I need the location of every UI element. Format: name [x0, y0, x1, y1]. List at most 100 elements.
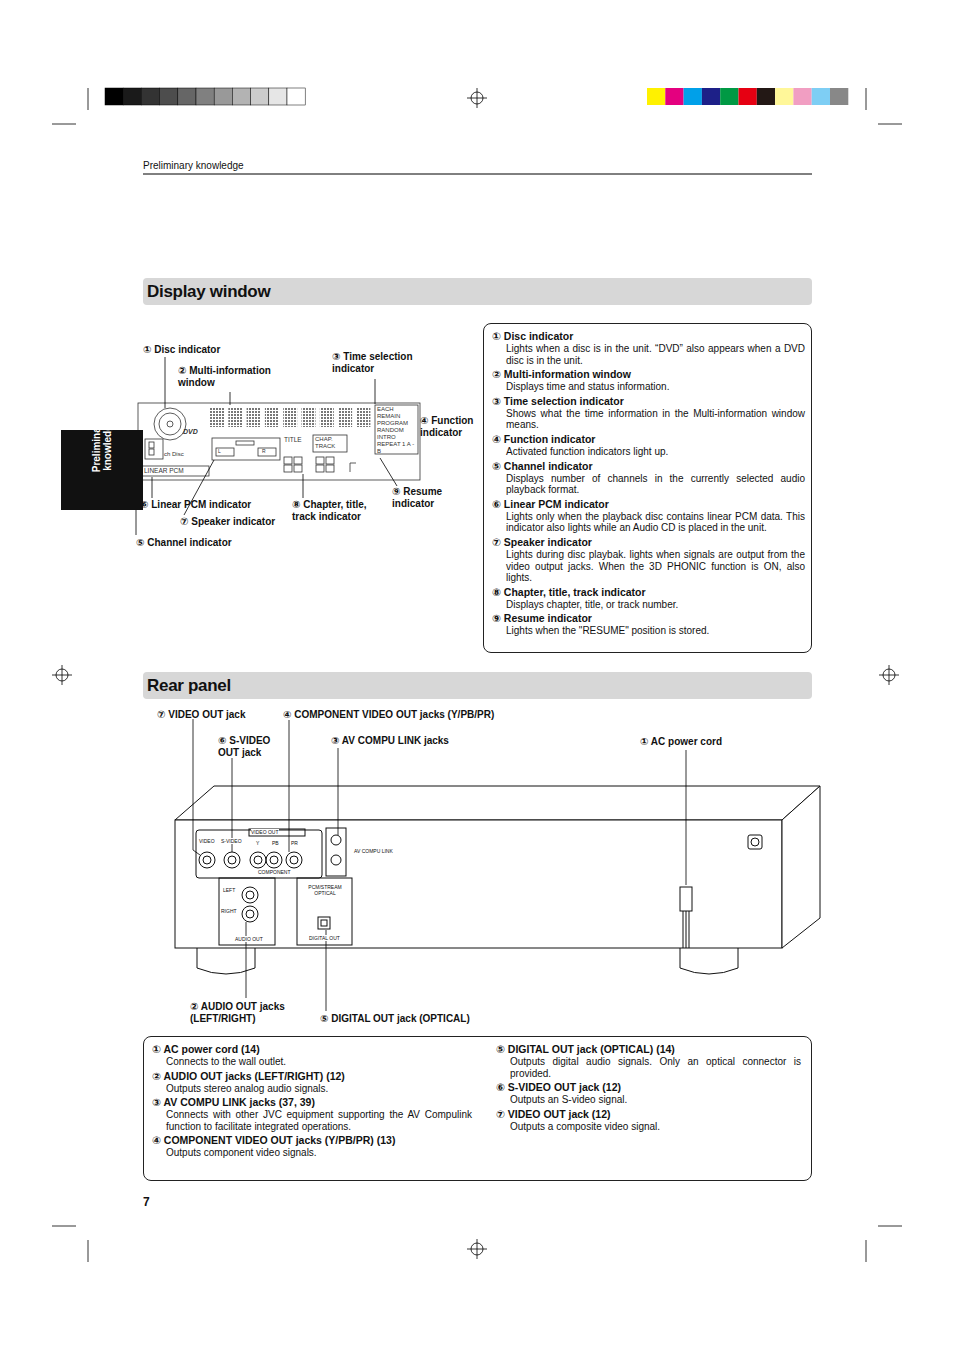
art-path [686, 750, 687, 885]
art-rect [680, 887, 692, 911]
desc-node: ① Disc indicatorLights when a disc is in… [483, 323, 812, 653]
print-mark [287, 88, 305, 105]
print-mark [739, 88, 757, 105]
art-circle [751, 838, 759, 846]
art-rect [326, 465, 334, 472]
art-rect [313, 435, 347, 452]
art-line [143, 174, 812, 175]
print-mark [283, 407, 297, 427]
display-legend: DVD [183, 428, 198, 436]
art-circle [167, 421, 173, 427]
art-circle [266, 852, 282, 868]
callout-label: ③ AV COMPU LINK jacks [331, 735, 449, 747]
art-line [878, 1226, 902, 1227]
art-line [866, 1240, 867, 1262]
callout-label: ⑦ Speaker indicator [180, 516, 275, 528]
item-heading: ④ COMPONENT VIDEO OUT jacks (Y/PB/PR) (1… [152, 1134, 472, 1147]
print-mark [214, 88, 232, 105]
print-mark [269, 88, 287, 105]
callout-label: ① Disc indicator [143, 344, 220, 356]
art-rect [321, 920, 327, 926]
art-rect [145, 439, 163, 459]
item-heading: ⑨ Resume indicator [492, 612, 805, 625]
art-line [62, 665, 63, 685]
art-line [866, 88, 867, 110]
art-circle [254, 856, 262, 864]
jack-legend: LEFT [223, 887, 235, 893]
jack-legend: AUDIO OUT [235, 936, 263, 942]
art-rect [216, 448, 234, 456]
display-legend: R [262, 448, 266, 454]
art-line [88, 1240, 89, 1262]
art-line [88, 88, 89, 110]
art-rect [748, 835, 762, 849]
item-body: Activated function indicators light up. [492, 446, 805, 458]
item-heading: ① AC power cord (14) [152, 1043, 472, 1056]
art-rect [316, 465, 324, 472]
jack-legend: Y [256, 840, 259, 846]
section-heading: Rear panel [143, 672, 812, 699]
print-mark [232, 88, 250, 105]
art-circle [154, 408, 186, 440]
art-line [52, 124, 76, 125]
item-body: Lights only when the playback disc conta… [492, 511, 805, 534]
print-mark [251, 88, 269, 105]
art-rect [149, 449, 154, 455]
art-line [165, 357, 166, 408]
page-number: 7 [143, 1195, 150, 1209]
art-rect [375, 405, 418, 454]
art-rect [212, 438, 280, 460]
item-body: Connects with other JVC equipment suppor… [152, 1109, 472, 1132]
art-rect [138, 403, 420, 480]
callout-label: ③ Time selection indicator [332, 351, 436, 375]
item-body: Connects to the wall outlet. [152, 1056, 472, 1068]
jack-legend: S-VIDEO [221, 838, 242, 844]
display-legend: CHAP. TRACK [315, 436, 345, 450]
art-path [350, 463, 356, 472]
item-body: Outputs component video signals. [152, 1147, 472, 1159]
print-mark [775, 88, 793, 105]
jack-legend: COMPONENT [258, 869, 291, 875]
art-circle [203, 856, 211, 864]
art-line [152, 477, 153, 498]
item-heading: ③ Time selection indicator [492, 395, 805, 408]
callout-label: ① AC power cord [640, 736, 722, 748]
item-body: Outputs a composite video signal. [496, 1121, 801, 1133]
item-body: Outputs stereo analog audio signals. [152, 1083, 472, 1095]
art-g [210, 407, 370, 427]
art-line [375, 379, 376, 404]
jack-legend: PCM/STREAM OPTICAL [305, 884, 345, 896]
print-mark [123, 88, 141, 105]
print-mark [720, 88, 738, 105]
art-circle [250, 852, 266, 868]
art-circle [242, 887, 258, 903]
item-heading: ③ AV COMPU LINK jacks (37, 39) [152, 1096, 472, 1109]
item-heading: ⑦ VIDEO OUT jack (12) [496, 1108, 801, 1121]
print-mark [647, 88, 665, 105]
art-rect [219, 878, 275, 945]
print-mark [684, 88, 702, 105]
art-rect [141, 466, 209, 476]
item-heading: ⑥ Linear PCM indicator [492, 498, 805, 511]
art-circle [286, 852, 302, 868]
item-body: Lights when a disc is in the unit. “DVD”… [492, 343, 805, 366]
display-legend: L [218, 448, 221, 454]
item-body: Displays number of channels in the curre… [492, 473, 805, 496]
item-heading: ⑧ Chapter, title, track indicator [492, 586, 805, 599]
display-legend: ch Disc [164, 451, 184, 458]
art-rect [284, 465, 292, 472]
art-circle [224, 852, 240, 868]
jack-legend: RIGHT [221, 908, 237, 914]
print-mark [830, 88, 848, 105]
art-path [289, 720, 290, 852]
callout-label: ② AUDIO OUT jacks (LEFT/RIGHT) [190, 1001, 320, 1025]
art-rect [149, 442, 154, 448]
art-rect [326, 457, 334, 464]
print-mark [320, 407, 334, 427]
art-circle [331, 835, 341, 845]
art-line [686, 911, 687, 948]
art-circle [228, 856, 236, 864]
art-rect [236, 441, 254, 445]
art-rect [294, 465, 302, 472]
section-heading: Display window [143, 278, 812, 305]
